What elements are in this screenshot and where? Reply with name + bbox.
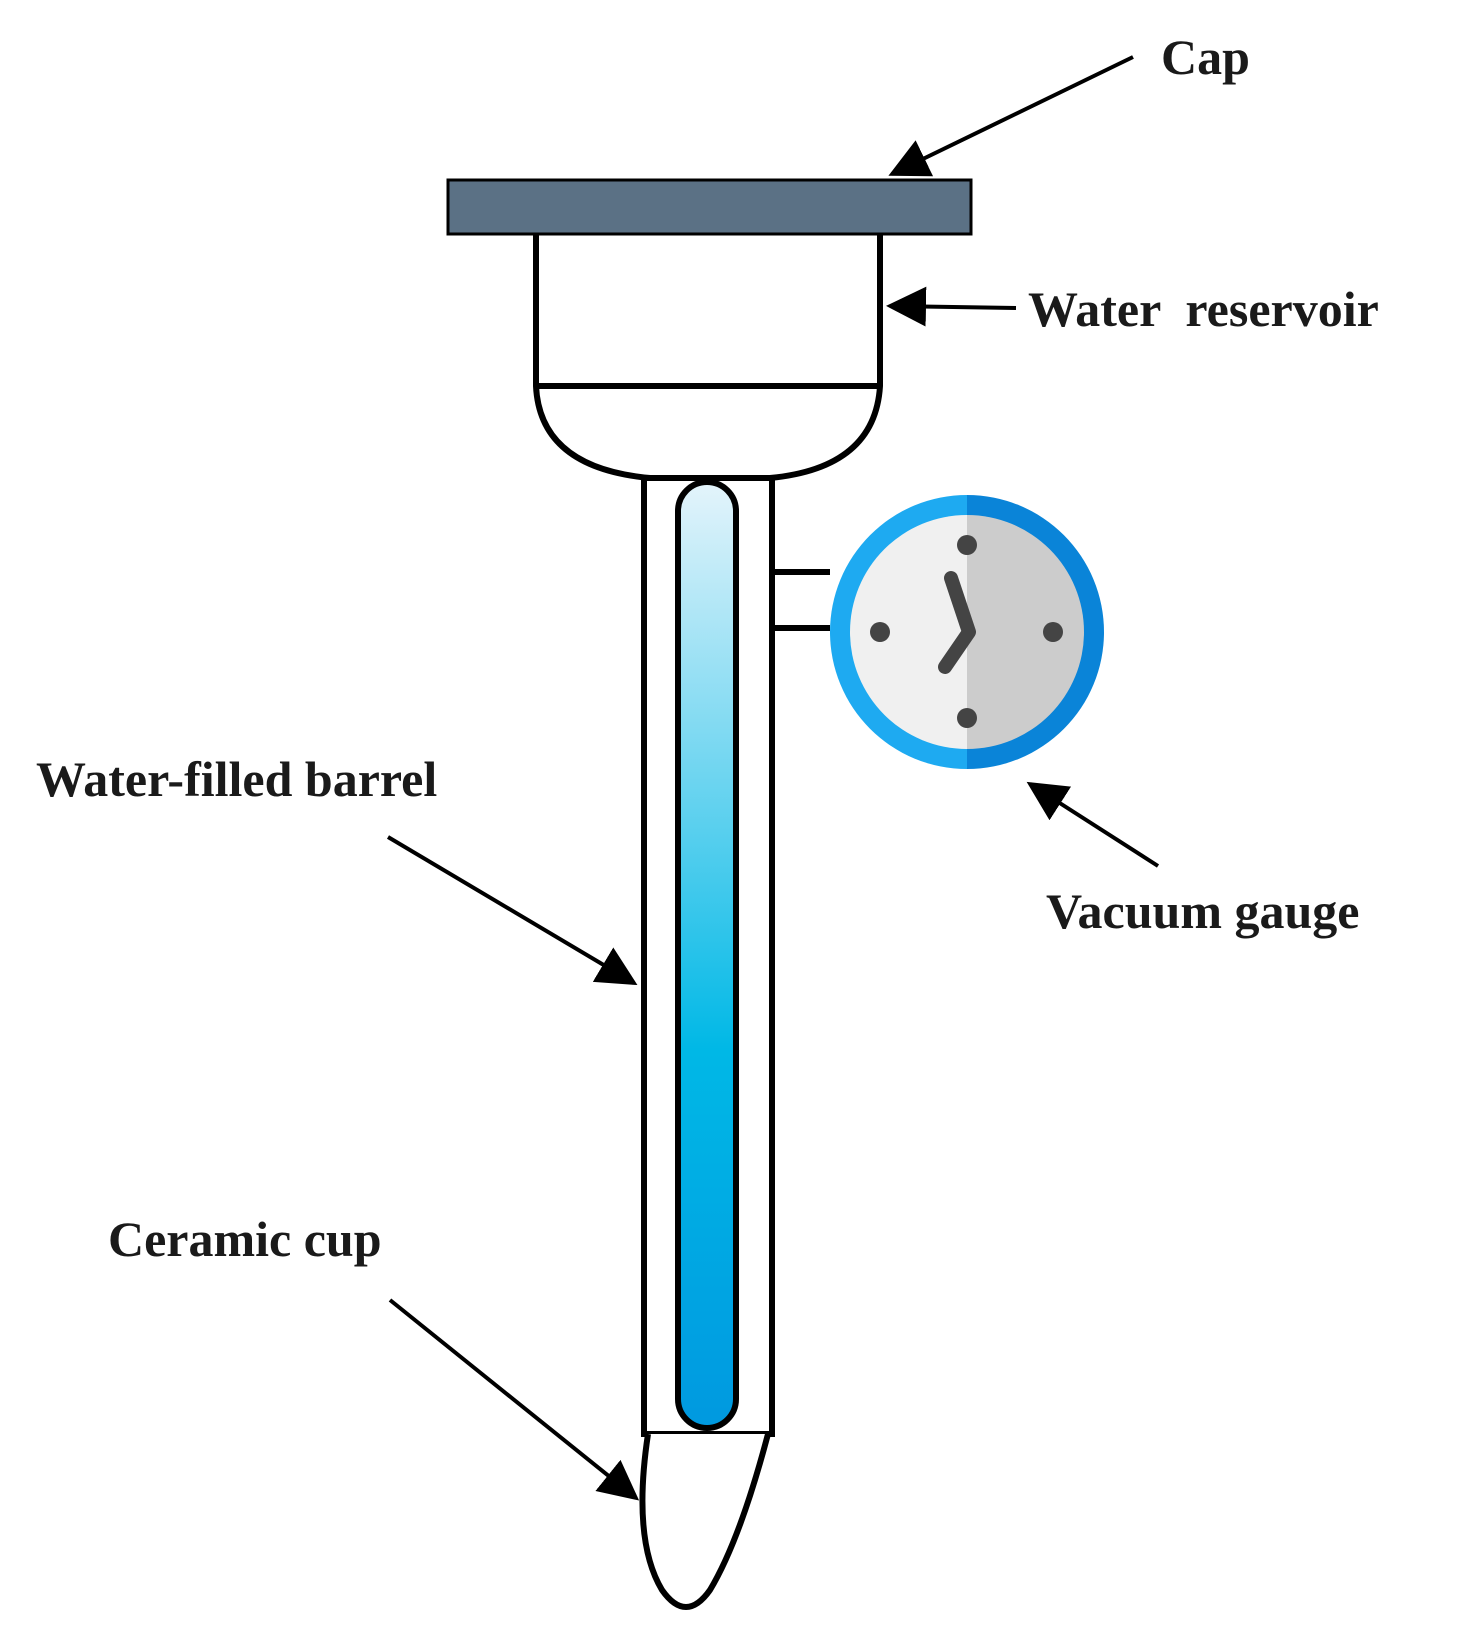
water-reservoir-label: Water reservoir: [1028, 281, 1379, 337]
leader-arrows: [386, 55, 1160, 1501]
ceramic-cup: [639, 1433, 771, 1610]
reservoir-arrow: [886, 286, 1017, 327]
barrel-inner-water: [675, 479, 739, 1431]
cap-label: Cap: [1161, 29, 1250, 85]
gauge-face: [850, 515, 1084, 749]
reservoir-outline: [533, 232, 883, 481]
water-reservoir: [533, 232, 883, 481]
water-filled-barrel-label: Water-filled barrel: [36, 751, 437, 807]
vacuum-gauge: [830, 495, 1104, 769]
cap-arrow: [888, 55, 1134, 177]
vacuum-gauge-label: Vacuum gauge: [1046, 883, 1359, 939]
water-filled-barrel: [641, 475, 775, 1437]
cap-plate: [446, 178, 973, 236]
cup-arrow: [388, 1298, 640, 1501]
ceramic-cup-label: Ceramic cup: [108, 1211, 382, 1267]
barrel-arrow: [386, 835, 638, 986]
gauge-arrow: [1026, 781, 1160, 868]
clock-icon: [870, 535, 1063, 728]
gauge-connector: [772, 569, 830, 631]
